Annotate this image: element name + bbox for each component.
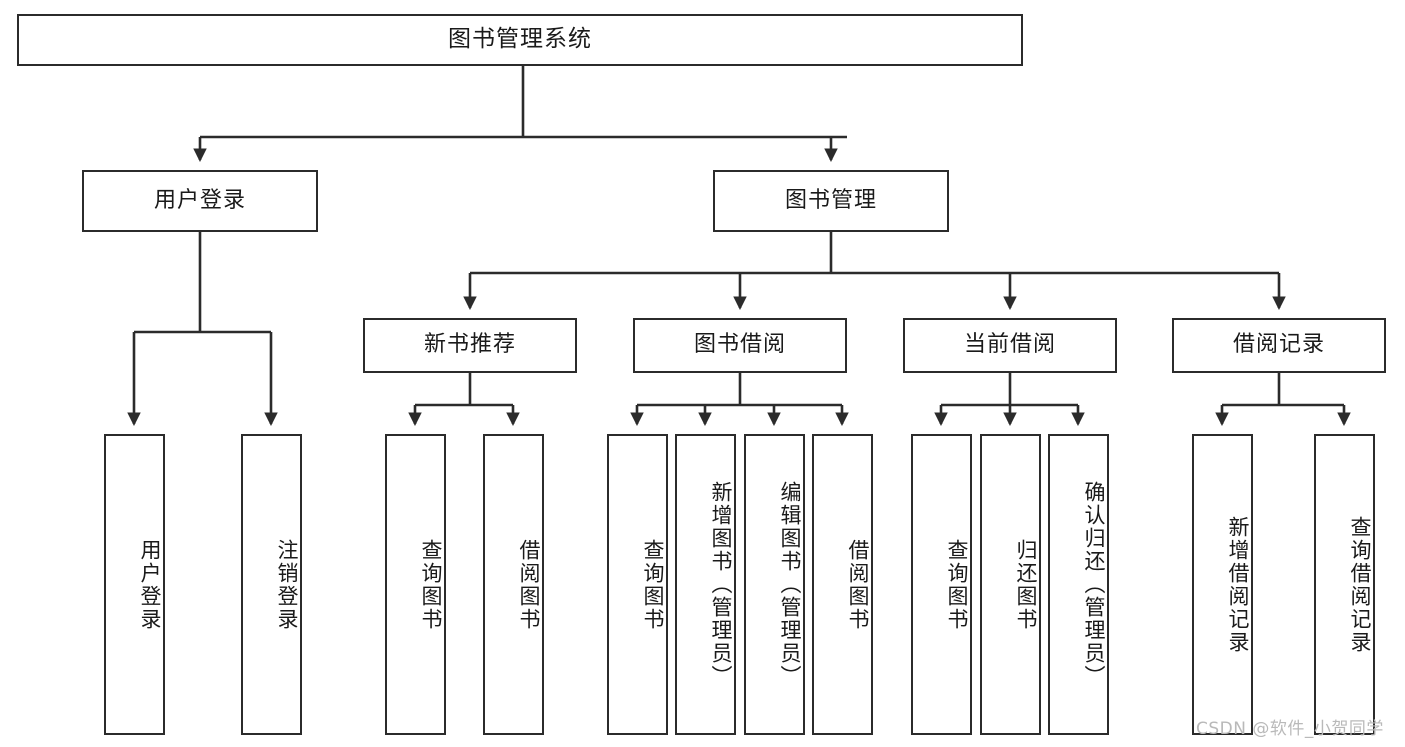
leaf-user-login[interactable]: 用户登录 xyxy=(104,434,165,735)
node-label: 查询图书 xyxy=(641,538,665,631)
node-label: 用户登录 xyxy=(153,187,246,213)
node-label: 用户登录 xyxy=(138,538,162,631)
leaf-current-return-book[interactable]: 归还图书 xyxy=(980,434,1041,735)
node-label: 图书管理 xyxy=(784,187,877,213)
node-label: 查询借阅记录 xyxy=(1348,515,1372,654)
node-label: 图书借阅 xyxy=(693,332,786,358)
node-label: 新书推荐 xyxy=(423,332,516,358)
node-label: 借阅记录 xyxy=(1232,332,1325,358)
node-root-system[interactable]: 图书管理系统 xyxy=(17,14,1023,66)
node-label: 查询图书 xyxy=(419,538,443,631)
leaf-borrow-query-book[interactable]: 查询图书 xyxy=(607,434,668,735)
leaf-logout[interactable]: 注销登录 xyxy=(241,434,302,735)
leaf-current-confirm-return[interactable]: 确认归还（管理员） xyxy=(1048,434,1109,735)
node-label: 确认归还（管理员） xyxy=(1082,481,1106,688)
node-label: 注销登录 xyxy=(275,538,299,631)
node-label: 编辑图书（管理员） xyxy=(778,481,802,688)
node-label: 归还图书 xyxy=(1014,538,1038,631)
node-label: 图书管理系统 xyxy=(448,26,592,53)
leaf-record-query[interactable]: 查询借阅记录 xyxy=(1314,434,1375,735)
leaf-record-add[interactable]: 新增借阅记录 xyxy=(1192,434,1253,735)
node-current-borrow[interactable]: 当前借阅 xyxy=(903,318,1117,373)
leaf-borrow-edit-book[interactable]: 编辑图书（管理员） xyxy=(744,434,805,735)
leaf-borrow-add-book[interactable]: 新增图书（管理员） xyxy=(675,434,736,735)
node-user-login[interactable]: 用户登录 xyxy=(82,170,318,232)
node-label: 新增借阅记录 xyxy=(1226,515,1250,654)
leaf-new-book-borrow[interactable]: 借阅图书 xyxy=(483,434,544,735)
node-book-borrow[interactable]: 图书借阅 xyxy=(633,318,847,373)
leaf-current-query-book[interactable]: 查询图书 xyxy=(911,434,972,735)
leaf-new-book-query[interactable]: 查询图书 xyxy=(385,434,446,735)
watermark-text: CSDN @软件_小贺同学 xyxy=(1196,719,1384,739)
node-label: 当前借阅 xyxy=(963,332,1056,358)
node-borrow-records[interactable]: 借阅记录 xyxy=(1172,318,1386,373)
leaf-borrow-borrow-book[interactable]: 借阅图书 xyxy=(812,434,873,735)
node-label: 新增图书（管理员） xyxy=(709,481,733,688)
node-label: 借阅图书 xyxy=(846,538,870,631)
node-new-book-recommend[interactable]: 新书推荐 xyxy=(363,318,577,373)
node-label: 借阅图书 xyxy=(517,538,541,631)
node-book-management[interactable]: 图书管理 xyxy=(713,170,949,232)
node-label: 查询图书 xyxy=(945,538,969,631)
